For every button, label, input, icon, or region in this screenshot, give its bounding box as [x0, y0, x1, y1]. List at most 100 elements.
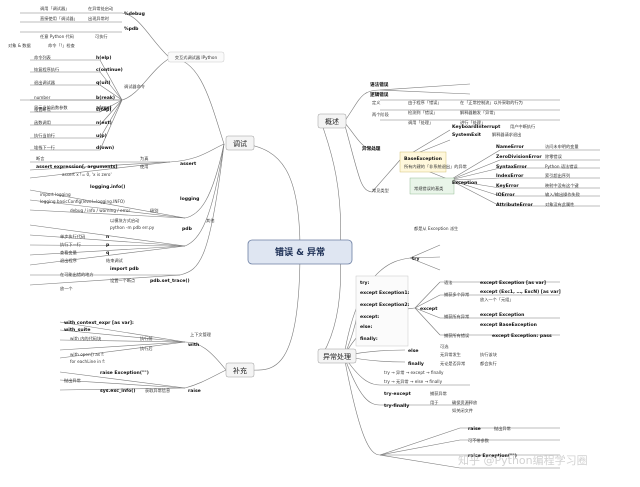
with-item: with 内的代码块 — [70, 335, 102, 342]
with-item: 上下文管理 — [190, 331, 212, 338]
with-item: with context_expr [as var]: — [64, 320, 134, 326]
pdb-item: pdb.set_trace() — [150, 278, 190, 284]
pdb-label: 调用「调试器」 — [40, 5, 69, 12]
overview-item: 两个阶段 — [372, 111, 390, 118]
pdb-item: p — [106, 243, 110, 248]
with-item: with_suite — [64, 327, 90, 333]
try-code: except: — [360, 314, 379, 320]
except-node[interactable]: except — [420, 306, 438, 312]
branch-debug[interactable]: 调试 — [225, 135, 255, 151]
branch-supplement[interactable]: 补充 — [225, 362, 255, 378]
combo-try-finally[interactable]: try-finally — [384, 403, 409, 409]
pdb-label: 可执行 — [95, 33, 108, 40]
class-exception: Exception — [452, 180, 477, 186]
branch-debug-label: 调试 — [233, 139, 247, 148]
class-io-error: IOError — [496, 192, 515, 198]
pdb-label: 在异常处启动 — [88, 5, 113, 12]
pdb-item: q — [106, 251, 109, 256]
exception-handling-section: try: except Exception1: except Exception… — [355, 256, 561, 459]
logging-item: debug / info / warning / error — [70, 208, 130, 213]
logging-item: 级别 — [150, 207, 158, 214]
try-code: except Exception1: — [360, 290, 410, 296]
raise-item: raise Exception("") — [468, 453, 517, 459]
except-item: except (Exc1, …, ExcN) [as var] — [480, 289, 561, 295]
branch-exception-handling-label: 异常处理 — [323, 352, 351, 361]
pdb-node[interactable]: pdb — [182, 226, 193, 232]
overview-item: 逻辑错误 — [369, 91, 389, 98]
pdb-item: 放一个 — [60, 285, 73, 292]
pdb-item: 单步执行代码 — [60, 233, 85, 240]
class-base-exception: BaseException — [404, 156, 442, 162]
combo-note: 如关闭文件 — [452, 407, 473, 414]
pdb-command: s(tep) — [96, 107, 112, 113]
logging-node[interactable]: logging — [180, 196, 199, 202]
raise-item: raise Exception("") — [100, 370, 149, 376]
combo-try-except[interactable]: try-except — [384, 391, 412, 397]
class-desc: 除零错误 — [545, 153, 563, 160]
overview-item: 在「正常控制流」以外采取的行为 — [460, 99, 523, 106]
class-desc: Python 语法错误 — [545, 163, 578, 170]
flow-line: try → 异常 → except → finally — [384, 369, 444, 376]
combo-note: 确保资源释放 — [452, 399, 478, 406]
else-node[interactable]: else — [408, 348, 419, 354]
assert-item: assert expression[, arguments] — [36, 164, 118, 170]
class-desc: 用户中断执行 — [510, 123, 535, 130]
supplement-section: with with context_expr [as var]: with_su… — [64, 320, 212, 394]
magic-pdb: %pdb — [124, 26, 139, 32]
pdb-item: 查看变量 — [60, 249, 77, 256]
class-desc: 常规错误的基类 — [414, 185, 444, 192]
try-node[interactable]: try — [412, 256, 419, 262]
pdb-label: 命令「!」检查 — [48, 42, 76, 49]
pdb-command-desc: 命令列表 — [34, 54, 52, 61]
pdb-command-desc: number — [34, 95, 51, 100]
overview-item: 由于程序「错误」 — [408, 99, 442, 106]
center-node[interactable]: 错误 & 异常 — [247, 239, 353, 265]
else-item: 可选 — [440, 343, 449, 350]
assert-item: 为真 — [140, 155, 148, 162]
logging-item: import logging — [40, 192, 71, 197]
except-item: 捕获多个异常 — [444, 291, 469, 298]
logging-item: logging.info() — [90, 184, 125, 190]
class-desc: 输入/输出操作失败 — [545, 191, 581, 198]
pdb-item: 以模块方式启动 — [110, 217, 139, 224]
pdb-command: a(rgs) — [96, 105, 112, 111]
common-types-label[interactable]: 常见类型 — [372, 187, 389, 194]
raise-item: 可不带参数 — [468, 437, 490, 444]
pdb-command-desc: 函数调用 — [34, 119, 51, 126]
with-item: with open() as f: — [70, 352, 104, 357]
flow-line: try → 无异常 → else → finally — [384, 378, 443, 385]
combo-note: 捕获异常 — [430, 390, 447, 397]
debug-section: 交互式调试器 IPython %debug %pdb 调用「调试器」 直接使用「… — [8, 5, 225, 292]
except-item: except Exception [as var] — [480, 280, 546, 286]
pdb-command-desc: 显示当前函数参数 — [34, 104, 68, 111]
except-item: except Exception — [480, 312, 524, 318]
combo-note: 用于 — [430, 400, 438, 406]
class-desc: 索引超出序列 — [545, 172, 570, 179]
with-node[interactable]: with — [188, 342, 199, 348]
except-item: except Exception: pass — [492, 333, 552, 339]
footnote: 所有内建的「非系统退出」的异常 — [404, 163, 467, 170]
branch-overview[interactable]: 概述 — [317, 113, 347, 129]
raise-item: 抛出异常 — [494, 425, 511, 432]
class-zero-division: ZeroDivisionError — [496, 154, 542, 160]
class-system-exit: SystemExit — [452, 132, 482, 138]
raise-item: 获取异常信息 — [145, 387, 170, 394]
pdb-label: 对象 & 数据 — [8, 42, 31, 49]
pdb-command: c(ontinue) — [96, 67, 123, 73]
branch-exception-handling[interactable]: 异常处理 — [317, 348, 357, 364]
raise-node[interactable]: raise — [188, 388, 201, 394]
assert-node[interactable]: assert — [180, 161, 197, 167]
finally-node[interactable]: finally — [408, 361, 424, 367]
except-item: 捕获所有异常 — [444, 313, 469, 320]
class-desc: 映射中没有这个键 — [545, 182, 579, 189]
pdb-label: 任意 Python 代码 — [40, 33, 74, 40]
raise-item: 抛出异常 — [64, 377, 81, 384]
pdb-item: python -m pdb err.py — [110, 225, 155, 230]
class-desc: 对象没有此属性 — [545, 201, 574, 208]
footnote: 都是从 Exception 派生 — [414, 225, 458, 232]
pdb-command: b(reak) — [96, 95, 115, 101]
class-name-error: NameError — [496, 144, 525, 150]
pdb-item: 执行下一行 — [60, 241, 81, 248]
